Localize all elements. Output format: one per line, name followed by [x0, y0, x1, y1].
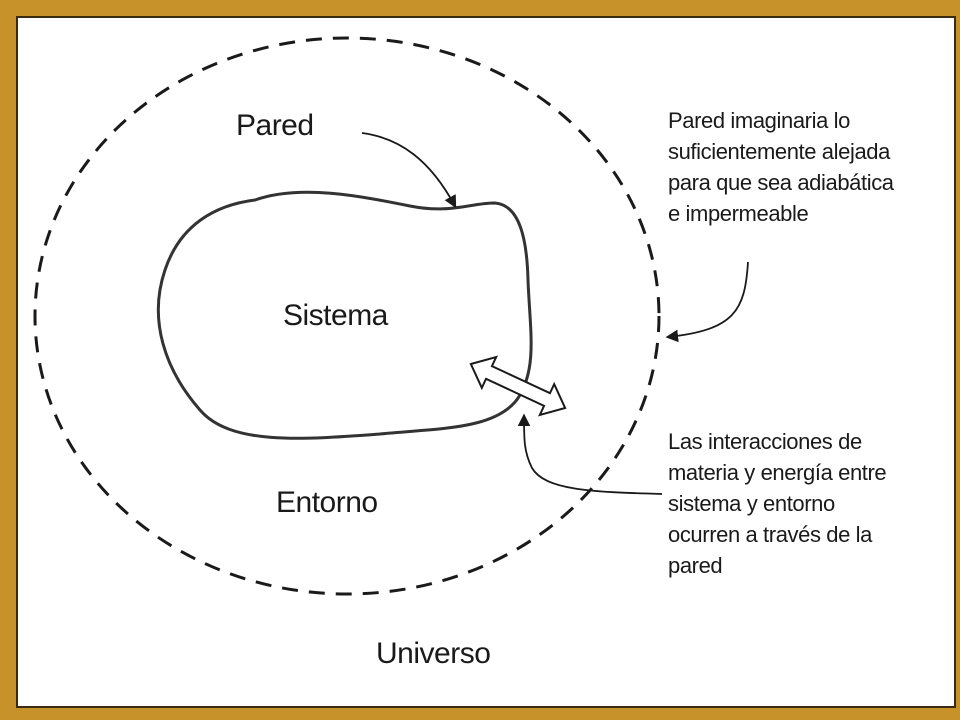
imaginary-wall-note: Pared imaginaria lo suficientemente alej…: [668, 105, 894, 229]
interaction-note: Las interacciones de materia y energía e…: [668, 426, 887, 581]
pared-pointer-arrow: [361, 132, 457, 209]
note-line: materia y energía entre: [668, 460, 887, 485]
interaction-double-arrow: [469, 355, 567, 417]
pared-label: Pared: [236, 109, 314, 142]
note-line: e impermeable: [668, 201, 809, 226]
interaction-pointer-arrow: [517, 413, 663, 495]
imaginary-wall-pointer-arrow: [665, 261, 749, 343]
system-boundary: [156, 190, 533, 440]
note-line: Pared imaginaria lo: [668, 108, 850, 133]
note-line: suficientemente alejada: [668, 139, 890, 164]
entorno-label: Entorno: [276, 486, 378, 519]
universo-label: Universo: [376, 637, 491, 670]
note-line: ocurren a través de la: [668, 522, 872, 547]
note-line: Las interacciones de: [668, 429, 862, 454]
note-line: pared: [668, 553, 723, 578]
note-line: para que sea adiabática: [668, 170, 894, 195]
note-line: sistema y entorno: [668, 491, 835, 516]
imaginary-wall-boundary: [33, 36, 661, 596]
sistema-label: Sistema: [283, 299, 388, 332]
